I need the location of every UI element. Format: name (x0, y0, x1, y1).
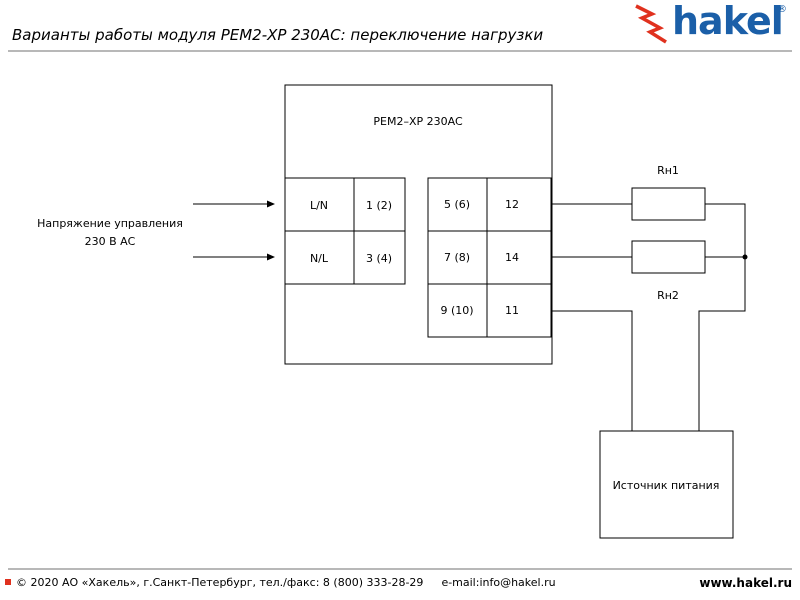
terminal-7-8: 7 (8) (444, 251, 470, 264)
lightning-icon (635, 4, 667, 44)
load-resistor-2 (631, 240, 706, 274)
footer-info: © 2020 АО «Хакель», г.Санкт-Петербург, т… (5, 576, 556, 589)
page-title: Варианты работы модуля РЕМ2-XP 230AC: пе… (12, 26, 544, 44)
logo-wordmark: hakel (672, 0, 784, 43)
terminal-5-6: 5 (6) (444, 198, 470, 211)
terminal-11: 11 (505, 304, 519, 317)
control-voltage-label: Напряжение управления (37, 217, 183, 230)
terminal-9-10: 9 (10) (440, 304, 473, 317)
load-resistor-1 (631, 187, 706, 221)
control-voltage-value: 230 В АС (85, 235, 136, 248)
power-source-label: Источник питания (613, 479, 720, 492)
power-source-box (599, 430, 734, 539)
arrow-head-1 (267, 200, 275, 208)
terminal-12: 12 (505, 198, 519, 211)
footer-copyright: © 2020 АО «Хакель», г.Санкт-Петербург, т… (16, 576, 424, 589)
load-2-label: Rн2 (657, 289, 679, 302)
arrow-head-2 (267, 253, 275, 261)
load-1-label: Rн1 (657, 164, 679, 177)
registered-mark: ® (777, 4, 787, 15)
terminal-3-4: 3 (4) (366, 252, 392, 265)
terminal-ln: L/N (310, 199, 328, 212)
module-label: РЕМ2–XP 230AC (373, 115, 463, 128)
footer-email-link[interactable]: e-mail:info@hakel.ru (441, 576, 556, 589)
junction-dot (742, 254, 748, 260)
footer-divider (8, 568, 792, 570)
common-return-wire (698, 203, 746, 431)
terminal-1-2: 1 (2) (366, 199, 392, 212)
footer-website-link[interactable]: www.hakel.ru (699, 576, 792, 590)
terminal-nl: N/L (310, 252, 329, 265)
header-divider (8, 50, 792, 52)
terminal-14: 14 (505, 251, 519, 264)
bullet-square-icon (5, 579, 11, 585)
wire-11 (551, 310, 633, 431)
hakel-logo[interactable]: hakel ® (632, 0, 792, 44)
